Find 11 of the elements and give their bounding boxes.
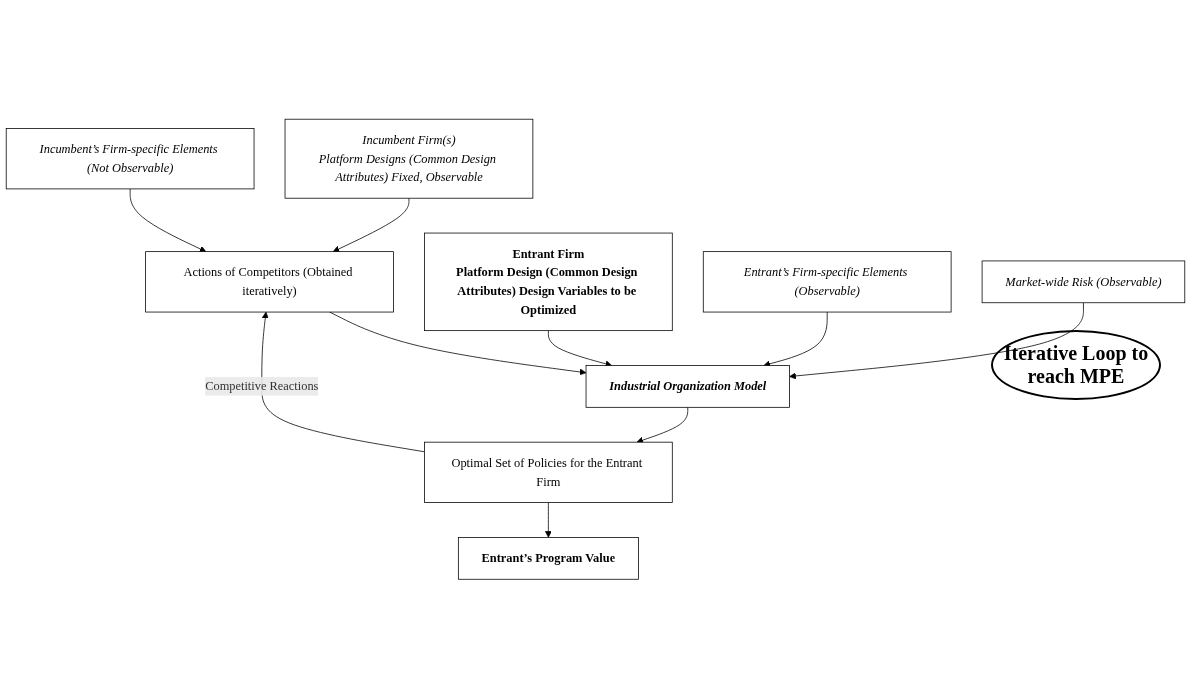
edge-label: Competitive Reactions xyxy=(205,379,319,393)
loop-note: Iterative Loop to reach MPE xyxy=(991,330,1161,400)
node-box: Entrant’s Program Value xyxy=(457,536,639,580)
node-box: Optimal Set of Policies for the Entrant Firm xyxy=(424,441,673,503)
node-box: Entrant Firm Platform Design (Common Design Attributes) Design Variables to be Optimized xyxy=(424,232,673,331)
node-box: Incumbent’s Firm-specific Elements (Not Observable) xyxy=(5,127,255,190)
node-box: Actions of Competitors (Obtained iteratively) xyxy=(145,251,394,313)
node-box: Industrial Organization Model xyxy=(585,364,790,408)
node-box: Incumbent Firm(s) Platform Designs (Common Design Attributes) Fixed, Observable xyxy=(284,118,534,199)
node-box: Market-wide Risk (Observable) xyxy=(981,260,1186,303)
node-box: Entrant’s Firm-specific Elements (Observable) xyxy=(702,251,952,313)
